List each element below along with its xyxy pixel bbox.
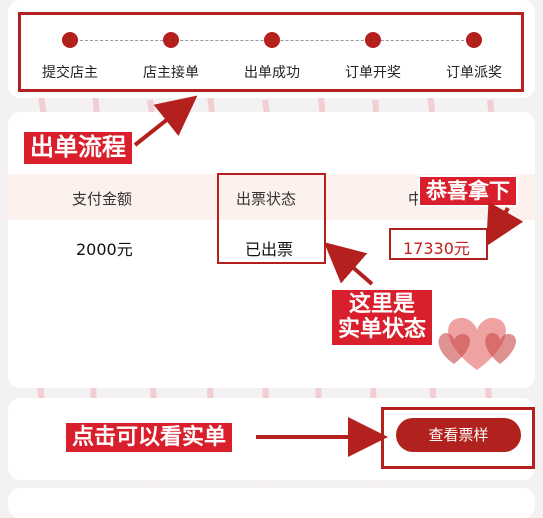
annotation-arrows: [133, 95, 524, 457]
step-dot-2: [163, 32, 179, 48]
view-ticket-button[interactable]: 查看票样: [396, 418, 521, 452]
arrow-to-prize: [486, 201, 524, 247]
step-label-accept: 店主接单: [143, 65, 199, 81]
step-dot-5: [466, 32, 482, 48]
arrow-to-status: [323, 242, 374, 286]
callout-status-here: 这里是 实单状态: [330, 288, 435, 347]
arrow-to-progress: [133, 95, 198, 147]
callout-process: 出单流程: [22, 130, 134, 166]
step-dot-1: [62, 32, 78, 48]
step-dot-4: [365, 32, 381, 48]
step-label-issued: 出单成功: [244, 65, 300, 81]
ticket-status-label: 出票状态: [236, 190, 297, 208]
ticket-status-value: 已出票: [245, 240, 294, 259]
callout-view-here: 点击可以看实单: [64, 421, 235, 455]
progress-highlight-box: [18, 12, 524, 92]
pay-amount-value: 2000元: [76, 240, 133, 259]
status-highlight-box: [217, 173, 326, 264]
step-label-draw: 订单开奖: [345, 65, 401, 81]
callout-congrats: 恭喜拿下: [418, 175, 518, 208]
step-dot-3: [264, 32, 280, 48]
hearts-logo-icon: [438, 317, 516, 370]
step-label-submit: 提交店主: [42, 65, 98, 81]
step-label-payout: 订单派奖: [446, 65, 502, 81]
prize-amount-value: 17330元: [403, 239, 470, 258]
progress-card: [8, 0, 535, 98]
pay-amount-label: 支付金额: [72, 190, 133, 208]
